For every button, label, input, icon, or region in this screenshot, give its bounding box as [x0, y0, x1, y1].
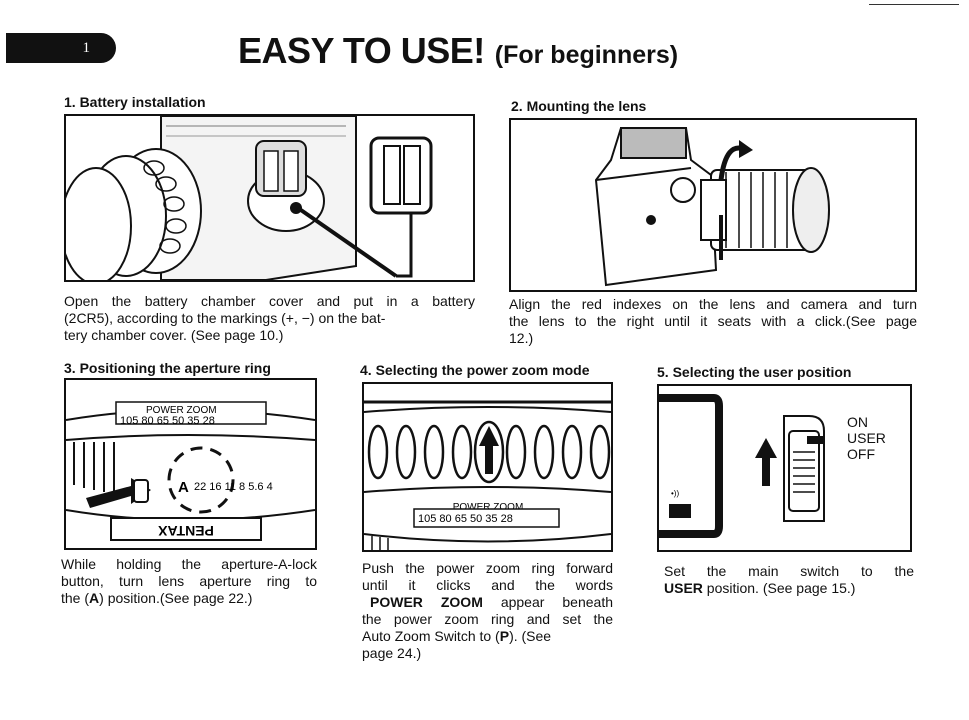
caption-line: the lens to the right until it seats wit…	[509, 313, 917, 330]
caption-line: Align the red indexes on the lens and ca…	[509, 296, 917, 313]
caption-line: USER position. (See page 15.)	[664, 580, 914, 597]
a-mark: A	[178, 479, 189, 496]
brand-text: PENTAX	[157, 523, 213, 539]
p-mode-symbol: P	[500, 628, 509, 644]
caption-line: the (A) position.(See page 22.)	[61, 590, 317, 607]
caption-text: appear beneath	[501, 594, 613, 610]
page-tab: 1	[6, 33, 116, 63]
aperture-a-symbol: A	[89, 590, 99, 606]
caption-text: ). (See	[509, 628, 551, 644]
section-3-heading: 3. Positioning the aperture ring	[64, 360, 271, 376]
lens-mounting-icon	[511, 120, 915, 290]
caption-text: ) on the bat-	[310, 310, 386, 326]
caption-text: (2CR5), according to the markings (	[64, 310, 286, 326]
section-3-caption: While holding the aperture-A-lock button…	[61, 556, 317, 607]
caption-line: the power zoom ring and set the	[362, 611, 613, 628]
top-right-rule	[869, 4, 959, 5]
zoom-scale: 105 80 65 50 35 28	[120, 415, 215, 427]
caption-line: until it clicks and the words	[362, 577, 613, 594]
caption-line: Open the battery chamber cover and put i…	[64, 293, 475, 310]
caption-line: Push the power zoom ring forward	[362, 560, 613, 577]
caption-line: tery chamber cover. (See page 10.)	[64, 327, 475, 344]
caption-line: Set the main switch to the	[664, 563, 914, 580]
section-5-caption: Set the main switch to the USER position…	[664, 563, 914, 597]
caption-text: Auto Zoom Switch to (	[362, 628, 500, 644]
switch-labels: ON USER OFF	[847, 414, 886, 462]
lens-mounting-illustration	[509, 118, 917, 292]
power-zoom-icon: POWER ZOOM 105 80 65 50 35 28	[364, 384, 611, 550]
page-title: EASY TO USE! (For beginners)	[238, 30, 678, 72]
switch-label-on: ON	[847, 414, 886, 430]
battery-illustration	[64, 114, 475, 282]
caption-line: Auto Zoom Switch to (P). (See	[362, 628, 613, 645]
switch-label-off: OFF	[847, 446, 886, 462]
caption-text: position. (See page 15.)	[707, 580, 856, 596]
section-2-caption: Align the red indexes on the lens and ca…	[509, 296, 917, 347]
aperture-ring-illustration: POWER ZOOM 105 80 65 50 35 28 A 22 16 11…	[64, 378, 317, 550]
section-1-caption: Open the battery chamber cover and put i…	[64, 293, 475, 344]
caption-text: ) position.(See page 22.)	[99, 590, 252, 606]
aperture-ring-icon: POWER ZOOM 105 80 65 50 35 28 A 22 16 11…	[66, 380, 315, 548]
main-switch-icon: •))	[659, 386, 910, 550]
section-4-heading: 4. Selecting the power zoom mode	[360, 362, 589, 378]
aperture-scale: 22 16 11 8 5.6 4	[194, 481, 273, 493]
caption-line: POWER ZOOM appear beneath	[362, 594, 613, 611]
caption-line: 12.)	[509, 330, 917, 347]
switch-mark: •))	[671, 489, 679, 498]
user-position-illustration: •))	[657, 384, 912, 552]
section-4-caption: Push the power zoom ring forward until i…	[362, 560, 613, 662]
battery-markings: +, −	[286, 310, 310, 326]
power-zoom-illustration: POWER ZOOM 105 80 65 50 35 28	[362, 382, 613, 552]
user-position-word: USER	[664, 580, 703, 596]
title-sub: (For beginners)	[495, 41, 678, 69]
caption-line: page 24.)	[362, 645, 613, 662]
title-main: EASY TO USE!	[238, 30, 485, 71]
section-5-heading: 5. Selecting the user position	[657, 364, 851, 380]
section-1-heading: 1. Battery installation	[64, 94, 206, 110]
zoom-scale: 105 80 65 50 35 28	[418, 513, 513, 525]
caption-line: While holding the aperture-A-lock	[61, 556, 317, 573]
switch-label-user: USER	[847, 430, 886, 446]
section-2-heading: 2. Mounting the lens	[511, 98, 646, 114]
caption-line: button, turn lens aperture ring to	[61, 573, 317, 590]
caption-line: (2CR5), according to the markings (+, −)…	[64, 310, 475, 327]
power-zoom-words: POWER ZOOM	[370, 594, 483, 610]
caption-text: the (	[61, 590, 89, 606]
battery-installation-icon	[66, 116, 473, 280]
